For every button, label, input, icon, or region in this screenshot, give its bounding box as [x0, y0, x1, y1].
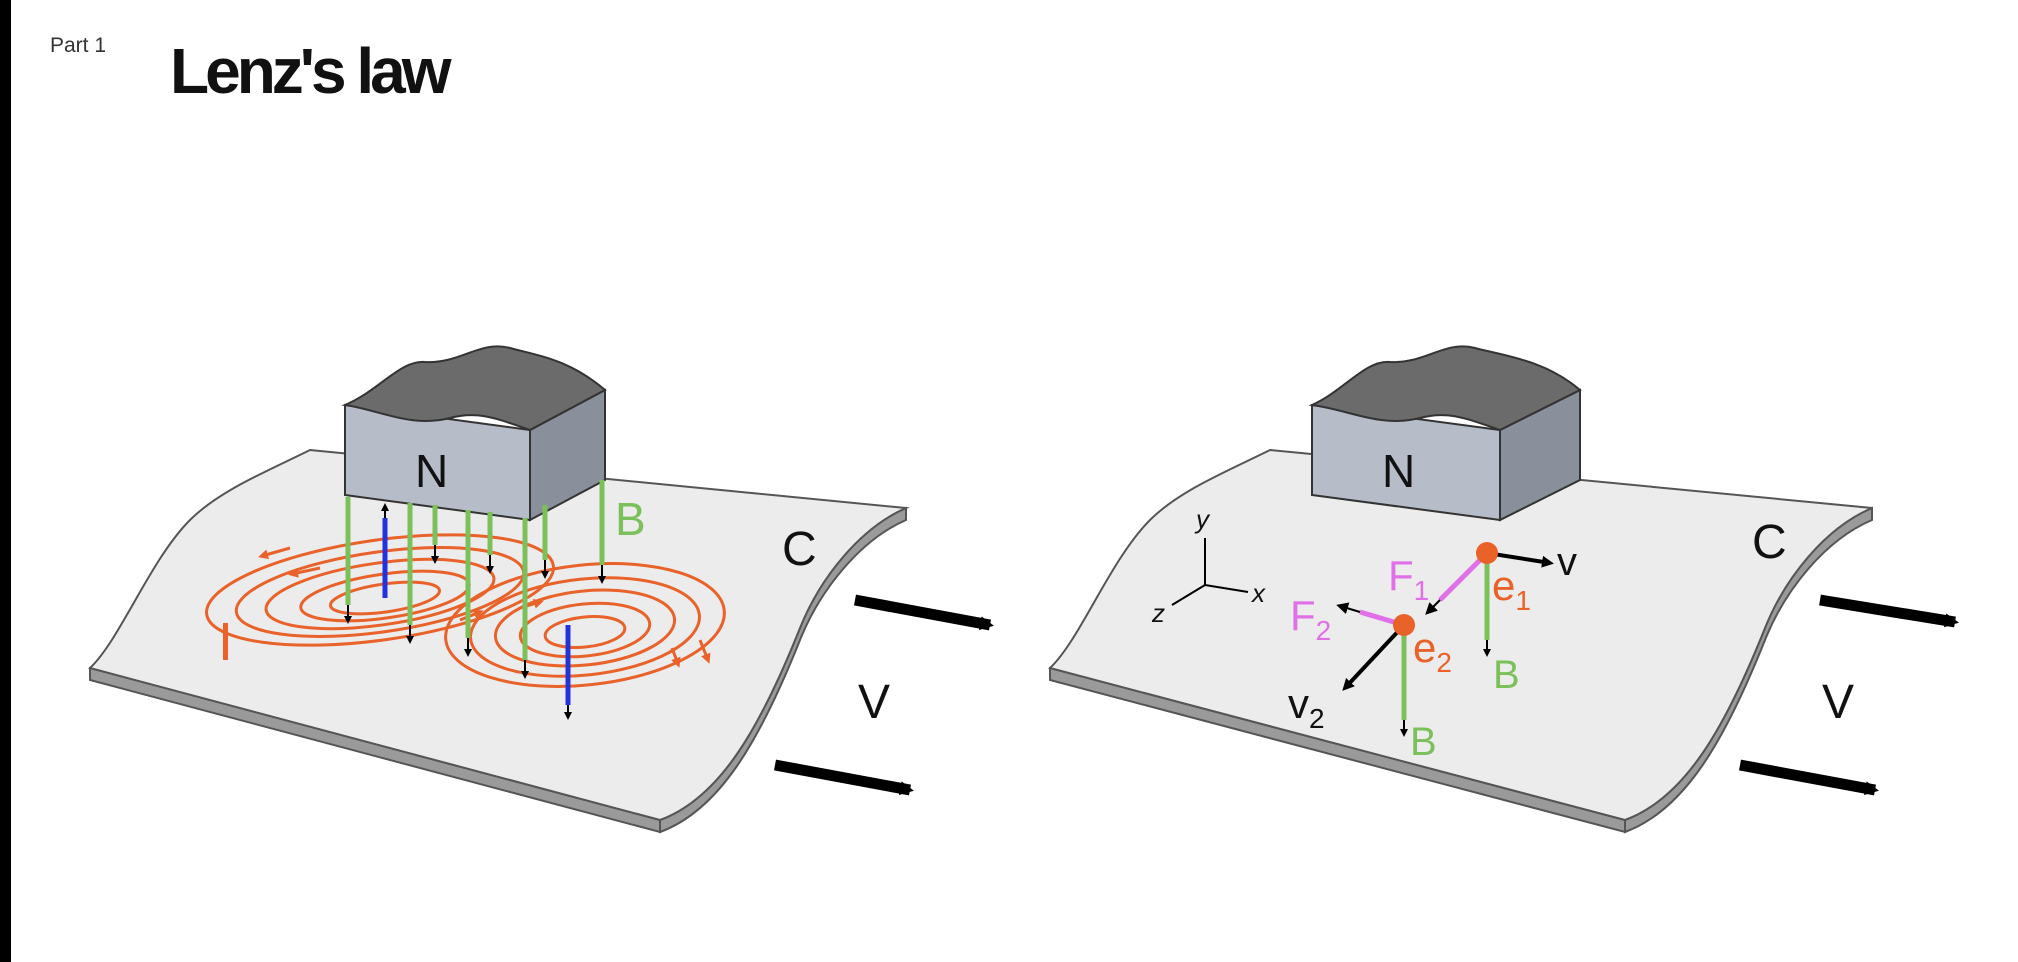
field-label-left: B	[615, 493, 646, 545]
axis-x-label: x	[1250, 578, 1266, 608]
field-label-e2: B	[1410, 720, 1437, 764]
force-1-label: F1	[1388, 552, 1429, 606]
velocity-arrows-right	[1738, 594, 1959, 796]
magnet-right-label: N	[1382, 445, 1415, 497]
field-lines-left	[345, 480, 605, 660]
axis-y-label: y	[1194, 504, 1211, 534]
electron-1-label: e1	[1492, 562, 1531, 616]
velocity-label-left: V	[858, 676, 890, 729]
electron-2	[1336, 602, 1415, 737]
conductor-sheet-right	[1047, 448, 1873, 834]
magnet-left: N	[341, 345, 607, 522]
slide-title: Lenz's law	[170, 35, 452, 107]
part-label: Part 1	[50, 34, 107, 57]
conductor-label-left: C	[782, 523, 817, 576]
field-label-e1: B	[1493, 653, 1520, 697]
conductor-sheet	[87, 448, 910, 834]
velocity-label-right: V	[1822, 676, 1854, 729]
velocity-2-label: v2	[1288, 680, 1325, 734]
electron-2-label: e2	[1413, 624, 1452, 678]
left-panel: N B	[87, 345, 994, 834]
velocity-1-label: v	[1557, 540, 1577, 584]
eddy-current-loops-right	[444, 562, 726, 688]
field-arrowheads-left	[344, 545, 606, 679]
velocity-arrows-left	[773, 594, 994, 796]
axis-z-label: z	[1151, 598, 1165, 628]
left-edge-bar	[0, 0, 11, 962]
force-2-label: F2	[1290, 592, 1331, 646]
magnet-right: N	[1308, 345, 1582, 522]
electron-1	[1425, 542, 1554, 657]
axis-triad	[1171, 538, 1249, 606]
magnet-left-label: N	[415, 445, 448, 497]
conductor-label-right: C	[1752, 516, 1787, 569]
current-label: I	[218, 612, 233, 672]
right-panel: N y x z F1 F2	[1047, 345, 1959, 834]
induced-field-arrows	[381, 503, 572, 720]
